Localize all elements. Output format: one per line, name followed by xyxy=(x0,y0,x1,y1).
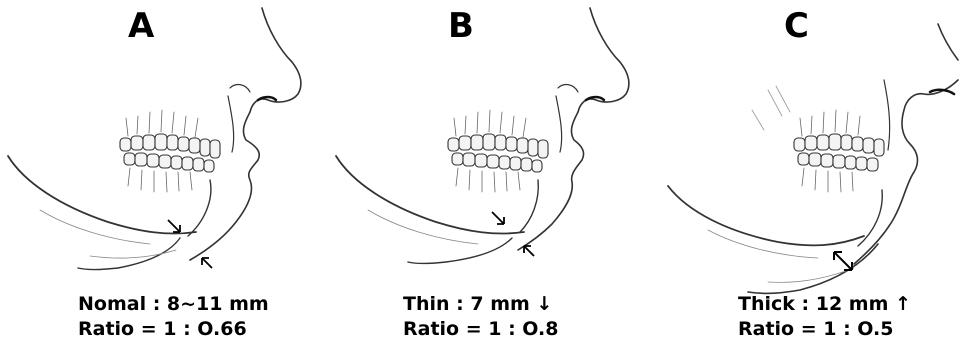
ratio-label-b: Ratio = 1 : O.8 xyxy=(403,317,558,342)
ratio-label-a: Ratio = 1 : O.66 xyxy=(78,317,269,342)
panel-letter-b: B xyxy=(448,6,474,46)
panel-a: A Nomal : 8~11 mm Ratio = 1 : O.66 xyxy=(0,0,320,345)
panel-letter-c: C xyxy=(784,6,809,46)
caption-a: Nomal : 8~11 mm Ratio = 1 : O.66 xyxy=(78,292,269,342)
caption-c: Thick : 12 mm ↑ Ratio = 1 : O.5 xyxy=(738,292,911,342)
measurement-label-c: Thick : 12 mm ↑ xyxy=(738,292,911,317)
panel-letter-a: A xyxy=(128,6,154,46)
panel-b: B Thin : 7 mm ↓ Ratio = 1 : O.8 xyxy=(328,0,648,345)
ratio-label-c: Ratio = 1 : O.5 xyxy=(738,317,911,342)
measurement-label-a: Nomal : 8~11 mm xyxy=(78,292,269,317)
measurement-label-b: Thin : 7 mm ↓ xyxy=(403,292,558,317)
caption-b: Thin : 7 mm ↓ Ratio = 1 : O.8 xyxy=(403,292,558,342)
panel-c: C Thick : 12 mm ↑ Ratio = 1 : O.5 xyxy=(648,0,960,345)
